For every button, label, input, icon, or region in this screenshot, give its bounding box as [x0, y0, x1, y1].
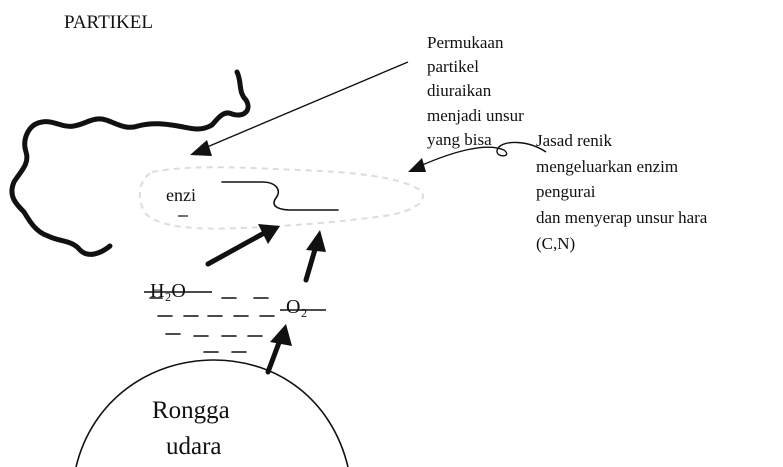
label-rongga-2: udara: [166, 433, 222, 460]
label-jasad-3: pengurai: [536, 182, 596, 201]
label-rongga-1: Rongga: [152, 397, 230, 424]
label-permukaan-5: yang bisa: [427, 130, 492, 149]
label-jasad-2: mengeluarkan enzim: [536, 157, 679, 176]
particle-surface-outline: [9, 69, 251, 257]
arrow-jasad-curve: [419, 141, 547, 167]
air-pocket-arc: [75, 359, 349, 467]
label-jasad-5: (C,N): [536, 234, 576, 253]
arrow-oxygen-up-head: [306, 230, 326, 252]
arrow-jasad-head: [408, 158, 426, 172]
arrow-permukaan-head: [190, 140, 212, 156]
microbe-body-faint: [138, 166, 424, 230]
label-h2o: H₂O: [150, 280, 186, 302]
arrow-water-up-head: [258, 224, 280, 244]
label-o2: O₂: [286, 296, 308, 318]
label-enzim: enzi: [166, 185, 196, 205]
label-jasad-4: dan menyerap unsur hara: [536, 208, 708, 227]
arrow-permukaan-line: [199, 61, 409, 151]
water-film-dashes: [149, 297, 275, 353]
label-permukaan-1: Permukaan: [427, 33, 504, 52]
arrow-water-up: [205, 229, 269, 267]
label-permukaan-2: partikel: [427, 57, 479, 76]
label-permukaan-3: diuraikan: [427, 81, 492, 100]
label-permukaan-4: menjadi unsur: [427, 106, 524, 125]
arrow-air-up: [265, 337, 283, 375]
arrow-oxygen-up: [303, 243, 319, 283]
label-jasad-1: Jasad renik: [536, 131, 613, 150]
arrow-air-up-head: [270, 324, 292, 346]
enzyme-squiggle: [221, 181, 339, 211]
title-partikel: PARTIKEL: [64, 12, 153, 33]
